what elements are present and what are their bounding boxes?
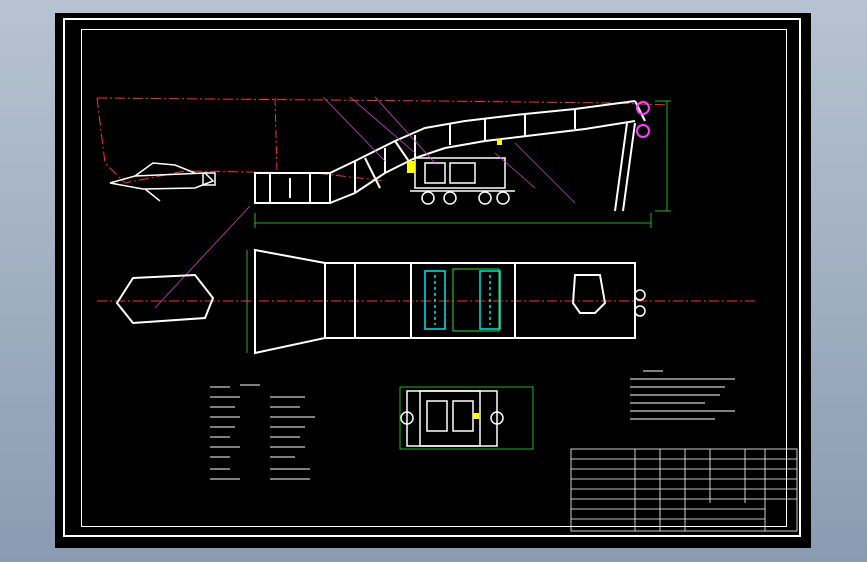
main-frame xyxy=(254,100,646,212)
section-yellow-marker xyxy=(473,413,479,419)
sheet-border xyxy=(63,18,801,537)
centerline-vertical xyxy=(274,97,278,174)
yellow-component xyxy=(407,161,415,173)
technical-parameters-block xyxy=(210,384,315,480)
plan-cyan-tracks xyxy=(424,270,501,330)
technical-requirements-block xyxy=(630,370,735,420)
plan-tail-fork xyxy=(571,274,607,314)
plan-conveyor-body xyxy=(324,262,636,339)
drawing-frame xyxy=(81,29,787,527)
centerline-envelope-lower xyxy=(96,97,386,184)
carrier-unit xyxy=(410,157,515,205)
section-view xyxy=(399,386,534,450)
leader-lines xyxy=(154,96,576,309)
plan-view xyxy=(97,248,755,355)
cad-viewport[interactable] xyxy=(55,13,811,548)
side-elevation-view xyxy=(96,96,671,309)
magenta-circle-icon xyxy=(636,124,650,138)
plan-green-box xyxy=(452,268,500,332)
magenta-circle-icon xyxy=(636,101,650,115)
dimension-lines xyxy=(254,100,671,228)
yellow-marker-2 xyxy=(497,139,502,145)
centerline-envelope xyxy=(96,97,668,106)
magenta-circle-icon xyxy=(634,305,646,317)
magenta-circle-icon xyxy=(634,289,646,301)
detail-dipper xyxy=(109,162,216,202)
title-block xyxy=(570,448,798,532)
cad-drawing xyxy=(96,96,798,532)
plan-bucket-detail xyxy=(115,273,215,325)
